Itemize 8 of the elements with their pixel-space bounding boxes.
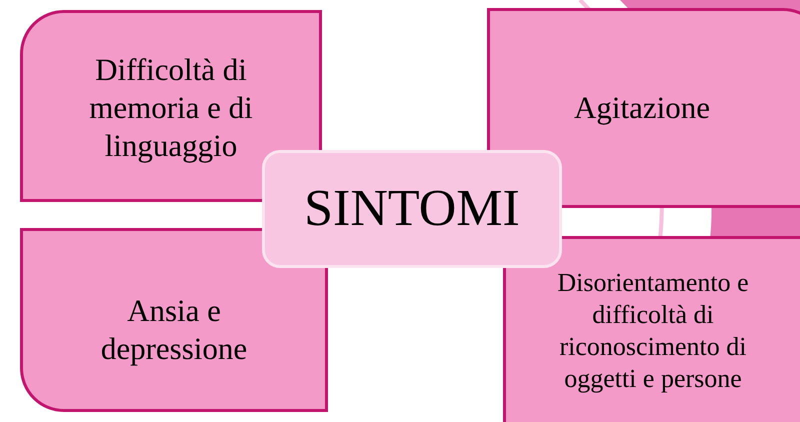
symptom-box bbox=[503, 236, 800, 422]
box-text: Ansia e depressione bbox=[100, 292, 248, 368]
symptom-box bbox=[20, 228, 328, 412]
central-box bbox=[262, 150, 562, 268]
box-text: Difficoltà di memoria e di linguaggio bbox=[88, 51, 254, 165]
box-text: Agitazione bbox=[572, 89, 711, 127]
box-text: Disorientamento e difficoltà di riconoscimento di oggetti e persone bbox=[556, 267, 750, 395]
box-text: SINTOMI bbox=[304, 179, 520, 239]
